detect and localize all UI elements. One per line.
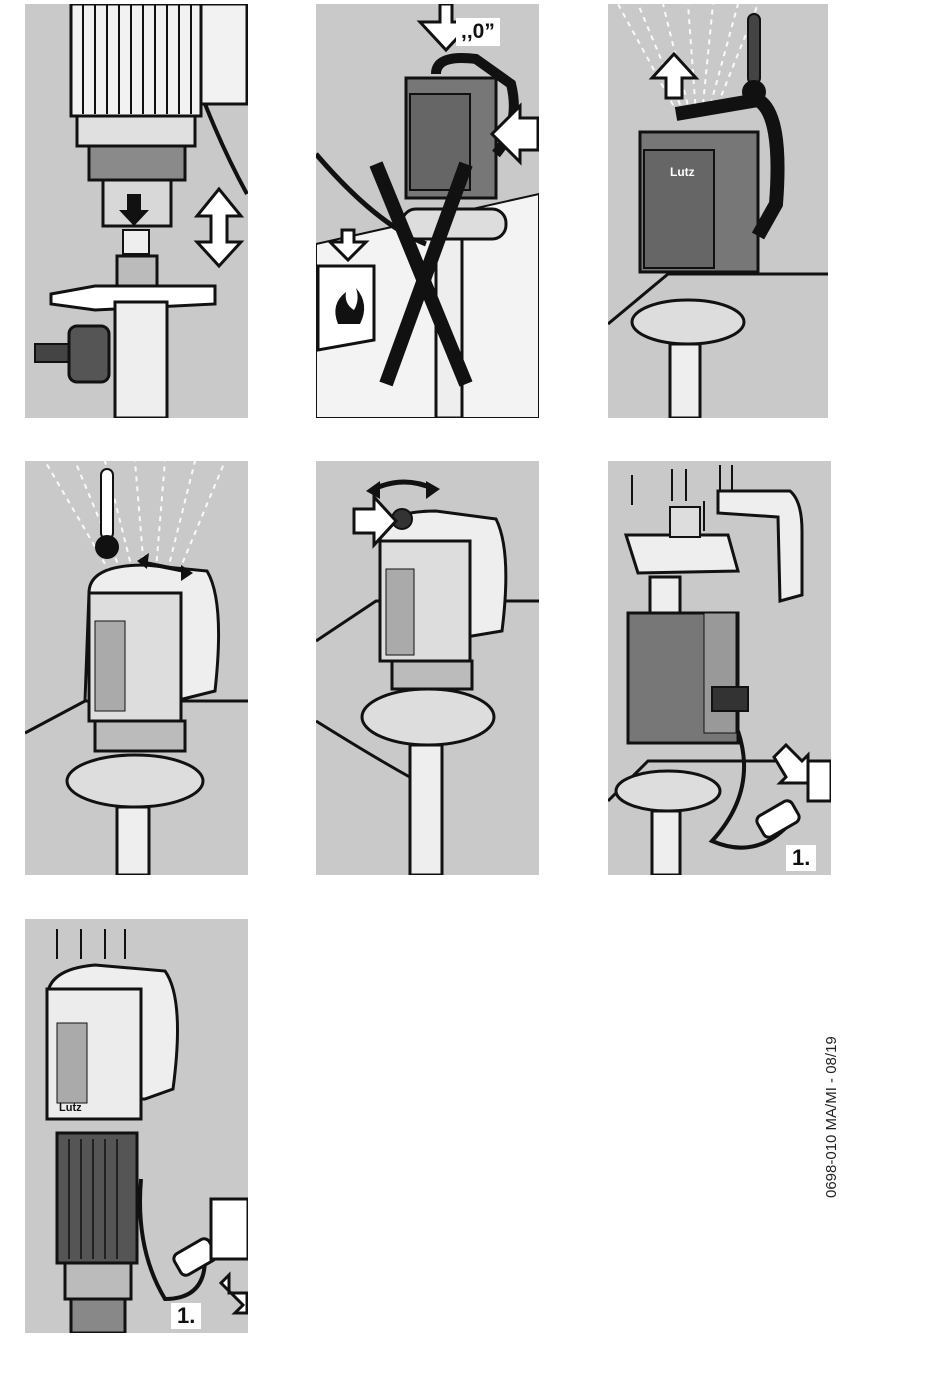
rotate-arrow-icon [366, 481, 440, 499]
panel-keep-vents-clear [25, 461, 248, 875]
brand-logo: Lutz [59, 1102, 82, 1114]
switch-off-illustration [316, 4, 539, 418]
disassemble-handle-illustration [608, 461, 831, 875]
panel-coupling-connection [25, 4, 248, 418]
open-motor-housing-illustration: Lutz [25, 919, 248, 1333]
step-label: 1. [786, 845, 816, 871]
heat-ventilation-illustration: Lutz [608, 4, 828, 418]
panel-disassemble-handle: 1. [608, 461, 831, 875]
diagonal-arrow-icon [221, 1275, 247, 1313]
speed-adjust-illustration [316, 461, 539, 875]
panel-speed-adjust [316, 461, 539, 875]
screw-icon [57, 929, 125, 959]
thermometer-icon [742, 14, 766, 104]
panel-open-motor-housing: Lutz 1. [25, 919, 248, 1333]
panel-heat-ventilation: Lutz [608, 4, 828, 418]
panel-switch-off-no-hazard: ,,0” [316, 4, 539, 418]
switch-zero-label: ,,0” [456, 18, 500, 46]
brand-logo: Lutz [670, 165, 695, 179]
up-arrow-icon [652, 54, 696, 98]
thermometer-icon [95, 469, 119, 559]
vents-clear-illustration [25, 461, 248, 875]
document-code: 0698-010 MA/MI - 08/19 [823, 998, 843, 1198]
step-label: 1. [171, 1303, 201, 1329]
up-down-arrow-icon [197, 189, 241, 266]
diagonal-arrow-icon [774, 745, 808, 783]
coupling-illustration [25, 4, 248, 418]
